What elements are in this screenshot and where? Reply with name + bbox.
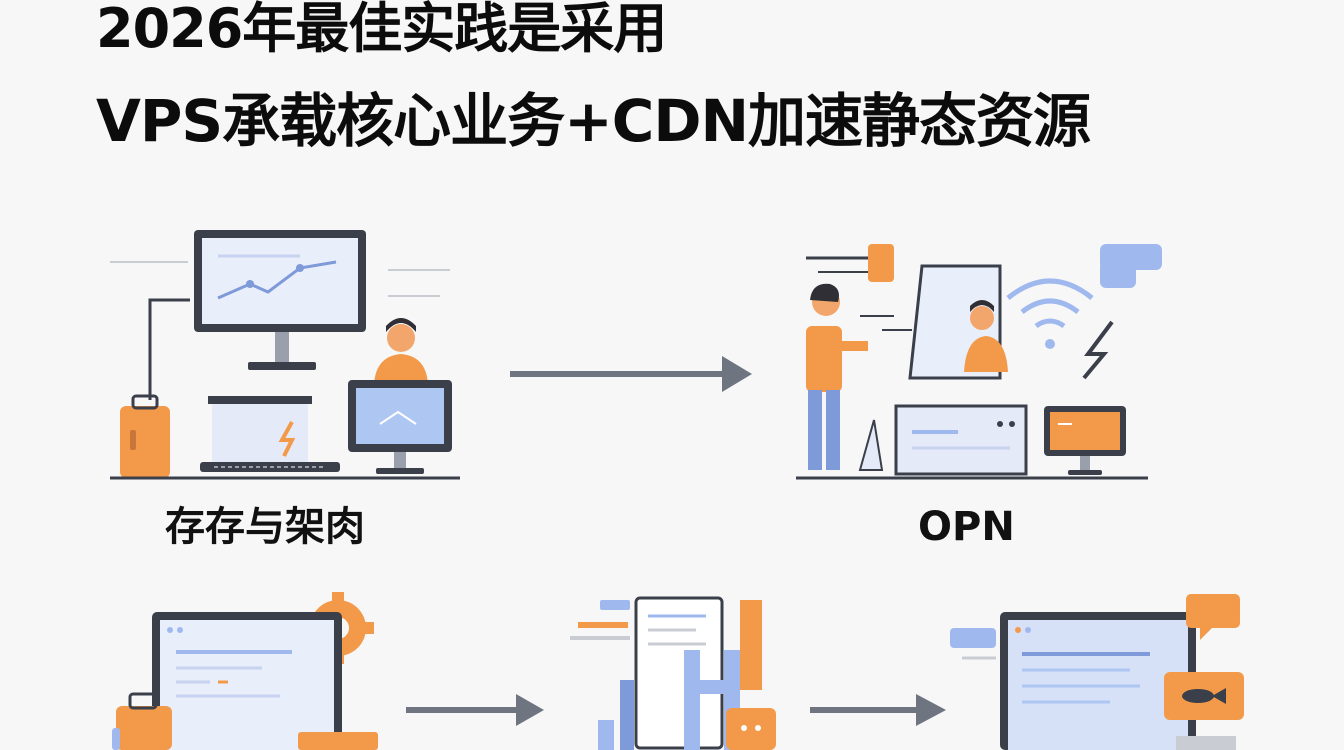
person-icon bbox=[374, 318, 428, 384]
bag-icon-2 bbox=[112, 692, 172, 750]
stage-label-right: OPN bbox=[918, 504, 1015, 550]
chat-bubble-icon bbox=[1100, 244, 1162, 288]
small-monitor-icon bbox=[348, 380, 452, 474]
title-line-1: 2026年最佳实践是采用 bbox=[96, 0, 667, 60]
title-line-2: VPS承载核心业务+CDN加速静态资源 bbox=[96, 87, 1091, 155]
presenter-icon bbox=[806, 283, 868, 470]
config-scene bbox=[112, 592, 378, 750]
documents-scene bbox=[570, 596, 776, 750]
arrow-icon bbox=[510, 356, 752, 392]
cdn-scene bbox=[950, 594, 1244, 750]
laptop-icon bbox=[200, 396, 340, 472]
small-monitor-orange-icon bbox=[1044, 406, 1126, 475]
storage-scene bbox=[110, 230, 460, 480]
sticky-note-icon bbox=[868, 244, 894, 282]
chat-bubble-icon-2 bbox=[1186, 594, 1240, 640]
server-icon bbox=[894, 404, 1028, 476]
network-scene bbox=[796, 244, 1162, 480]
monitor-icon bbox=[194, 230, 366, 370]
stage-label-left: 存存与架肉 bbox=[165, 504, 365, 550]
arrow-icon-3 bbox=[810, 694, 946, 726]
arrow-icon-2 bbox=[406, 694, 544, 726]
bag-icon bbox=[120, 394, 170, 478]
lightning-icon bbox=[1082, 320, 1114, 380]
wifi-icon bbox=[1006, 278, 1094, 349]
fish-icon bbox=[1164, 672, 1244, 720]
